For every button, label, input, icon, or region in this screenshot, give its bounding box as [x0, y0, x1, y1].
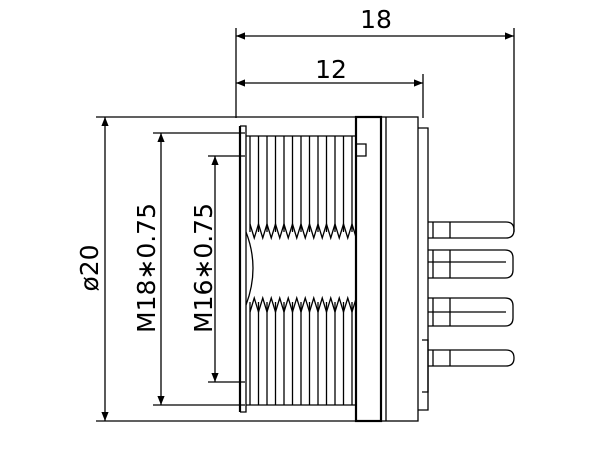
- overall-length-label: 18: [360, 5, 392, 34]
- body-length-label: 12: [315, 55, 347, 84]
- dimension-body-length: 12: [236, 55, 424, 118]
- dimension-inner-thread: M16∗0.75: [189, 155, 245, 383]
- dimension-overall-length: 18: [235, 5, 515, 232]
- inner-thread-teeth-bottom: [249, 295, 357, 315]
- pin-1: [428, 221, 515, 239]
- outer-thread-top: [249, 136, 353, 232]
- outer-diameter-label: ø20: [75, 244, 104, 291]
- threaded-body: [238, 125, 367, 413]
- inner-thread-teeth-top: [249, 221, 357, 241]
- outer-thread-label: M18∗0.75: [132, 203, 161, 333]
- pin-4: [422, 339, 515, 393]
- dimension-outer-thread: M18∗0.75: [132, 132, 245, 406]
- connector-pins: [422, 221, 515, 393]
- flange: [354, 115, 429, 423]
- pin-2: [428, 249, 514, 279]
- dimension-outer-diameter: ø20: [75, 116, 380, 422]
- pin-3: [428, 297, 514, 327]
- outer-thread-bottom: [249, 302, 353, 405]
- inner-thread-label: M16∗0.75: [189, 203, 218, 333]
